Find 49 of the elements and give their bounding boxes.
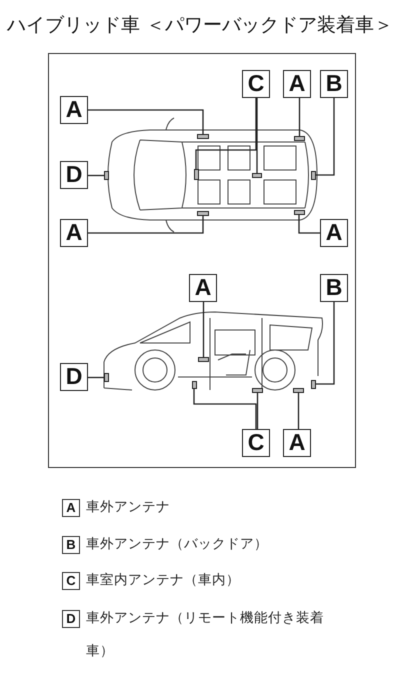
leader-line xyxy=(298,215,320,234)
callout-letter: B xyxy=(62,536,80,554)
antenna-marker xyxy=(197,134,209,139)
leader-line xyxy=(316,302,335,385)
leader-line xyxy=(256,98,258,173)
antenna-marker xyxy=(104,171,109,180)
antenna-marker xyxy=(192,381,197,389)
antenna-description: 車外アンテナ（バックドア） xyxy=(86,535,269,554)
callout-letter: B xyxy=(320,274,348,302)
leader-line xyxy=(298,393,300,429)
antenna-marker xyxy=(293,388,304,393)
callout-letter: A xyxy=(60,96,88,124)
leader-line xyxy=(202,302,204,357)
callout-letter: D xyxy=(60,161,88,189)
leader-line xyxy=(88,109,204,134)
antenna-marker xyxy=(294,210,305,215)
leader-line xyxy=(88,376,104,378)
callout-letter: A xyxy=(62,499,80,517)
leader-line xyxy=(195,98,257,169)
antenna-description: 車室内アンテナ（車内） xyxy=(86,571,241,590)
leader-line xyxy=(316,98,335,176)
antenna-description: 車外アンテナ（リモート機能付き装着車） xyxy=(86,609,325,661)
callout-letter: A xyxy=(320,219,348,247)
leader-line xyxy=(88,216,204,234)
antenna-marker xyxy=(198,357,209,362)
leader-line xyxy=(193,389,257,429)
leader-line xyxy=(88,174,104,176)
callout-letter: C xyxy=(62,572,80,590)
callout-letter: C xyxy=(242,70,270,98)
antenna-marker xyxy=(311,380,316,389)
callout-letter: C xyxy=(242,429,270,457)
antenna-marker xyxy=(104,373,109,382)
callout-letter: D xyxy=(62,610,80,628)
antenna-marker xyxy=(294,136,305,141)
callout-letter: A xyxy=(283,70,311,98)
leader-line xyxy=(298,98,300,136)
callout-letter: A xyxy=(283,429,311,457)
antenna-marker xyxy=(197,211,209,216)
antenna-marker xyxy=(252,388,263,393)
callout-letter: A xyxy=(60,219,88,247)
leader-line xyxy=(256,393,258,429)
callout-letter: D xyxy=(60,363,88,391)
callout-letter: B xyxy=(320,70,348,98)
antenna-marker xyxy=(311,171,316,180)
diagram-title: ハイブリッド車 ＜パワーバックドア装着車＞ xyxy=(6,13,394,38)
callout-letter: A xyxy=(189,274,217,302)
antenna-description: 車外アンテナ xyxy=(86,498,171,517)
antenna-marker xyxy=(252,173,262,178)
antenna-marker xyxy=(194,169,199,180)
